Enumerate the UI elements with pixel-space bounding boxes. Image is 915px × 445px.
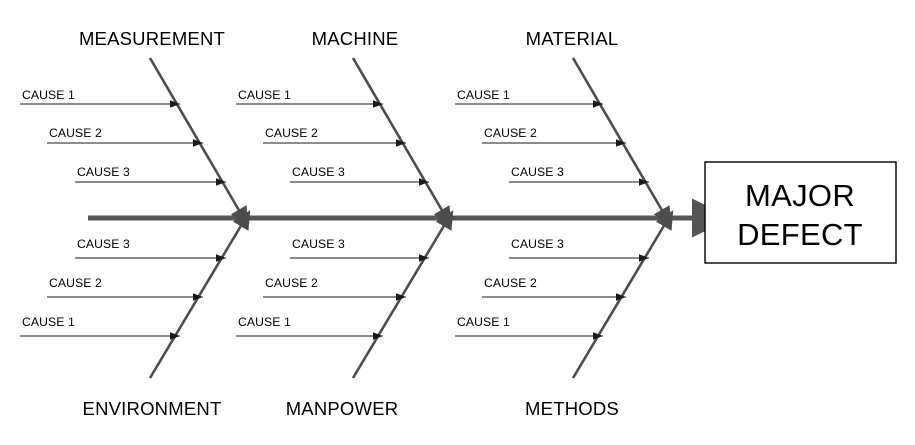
category-group-measurement[interactable]: MEASUREMENT CAUSE 1 CAUSE 2 CAUSE 3: [20, 28, 249, 226]
cause-label: CAUSE 1: [22, 315, 75, 329]
cause-row[interactable]: CAUSE 2: [263, 276, 406, 301]
category-group-manpower[interactable]: MANPOWER CAUSE 3 CAUSE 2 CAUSE 1: [236, 210, 454, 419]
cause-row[interactable]: CAUSE 1: [455, 88, 603, 108]
cause-row[interactable]: CAUSE 1: [236, 315, 383, 340]
category-group-methods[interactable]: METHODS CAUSE 3 CAUSE 2 CAUSE 1: [455, 210, 674, 419]
effect-label-line2: DEFECT: [737, 217, 863, 252]
category-label-material: MATERIAL: [526, 28, 619, 49]
cause-label: CAUSE 2: [484, 276, 537, 290]
cause-row[interactable]: CAUSE 3: [509, 237, 649, 262]
bone-material: [571, 57, 672, 226]
category-label-methods: METHODS: [525, 398, 619, 419]
category-group-material[interactable]: MATERIAL CAUSE 1 CAUSE 2 CAUSE 3: [455, 28, 672, 226]
cause-row[interactable]: CAUSE 2: [47, 276, 203, 301]
cause-label: CAUSE 3: [77, 165, 130, 179]
cause-row[interactable]: CAUSE 2: [47, 126, 203, 147]
effect-label-line1: MAJOR: [745, 178, 855, 213]
cause-label: CAUSE 2: [265, 276, 318, 290]
cause-row[interactable]: CAUSE 3: [290, 237, 429, 262]
bone-machine: [351, 57, 452, 226]
cause-row[interactable]: CAUSE 2: [482, 276, 626, 301]
cause-label: CAUSE 2: [49, 276, 102, 290]
category-label-machine: MACHINE: [312, 28, 399, 49]
cause-row[interactable]: CAUSE 3: [509, 165, 649, 186]
cause-row[interactable]: CAUSE 3: [75, 165, 226, 186]
bone-methods: [571, 210, 674, 379]
category-group-environment[interactable]: ENVIRONMENT CAUSE 3 CAUSE 2 CAUSE 1: [20, 210, 251, 419]
cause-row[interactable]: CAUSE 1: [20, 88, 180, 108]
cause-row[interactable]: CAUSE 1: [455, 315, 603, 340]
cause-label: CAUSE 1: [457, 315, 510, 329]
cause-label: CAUSE 3: [511, 237, 564, 251]
cause-label: CAUSE 3: [511, 165, 564, 179]
cause-label: CAUSE 2: [49, 126, 102, 140]
cause-label: CAUSE 1: [22, 88, 75, 102]
cause-label: CAUSE 1: [238, 88, 291, 102]
effect-box-group[interactable]: MAJOR DEFECT: [704, 161, 897, 264]
effect-box: [704, 161, 897, 264]
category-label-manpower: MANPOWER: [286, 398, 399, 419]
category-label-environment: ENVIRONMENT: [83, 398, 222, 419]
cause-label: CAUSE 1: [238, 315, 291, 329]
bone-measurement: [148, 57, 249, 226]
cause-label: CAUSE 2: [484, 126, 537, 140]
cause-row[interactable]: CAUSE 3: [75, 237, 226, 262]
bone-environment: [148, 210, 251, 379]
category-label-measurement: MEASUREMENT: [79, 28, 225, 49]
cause-label: CAUSE 2: [265, 126, 318, 140]
cause-label: CAUSE 3: [292, 237, 345, 251]
cause-row[interactable]: CAUSE 3: [290, 165, 429, 186]
cause-label: CAUSE 1: [457, 88, 510, 102]
bone-manpower: [351, 210, 454, 379]
cause-label: CAUSE 3: [77, 237, 130, 251]
cause-row[interactable]: CAUSE 2: [482, 126, 626, 147]
cause-row[interactable]: CAUSE 1: [20, 315, 180, 340]
cause-row[interactable]: CAUSE 2: [263, 126, 406, 147]
cause-row[interactable]: CAUSE 1: [236, 88, 383, 108]
category-group-machine[interactable]: MACHINE CAUSE 1 CAUSE 2 CAUSE 3: [236, 28, 452, 226]
cause-label: CAUSE 3: [292, 165, 345, 179]
